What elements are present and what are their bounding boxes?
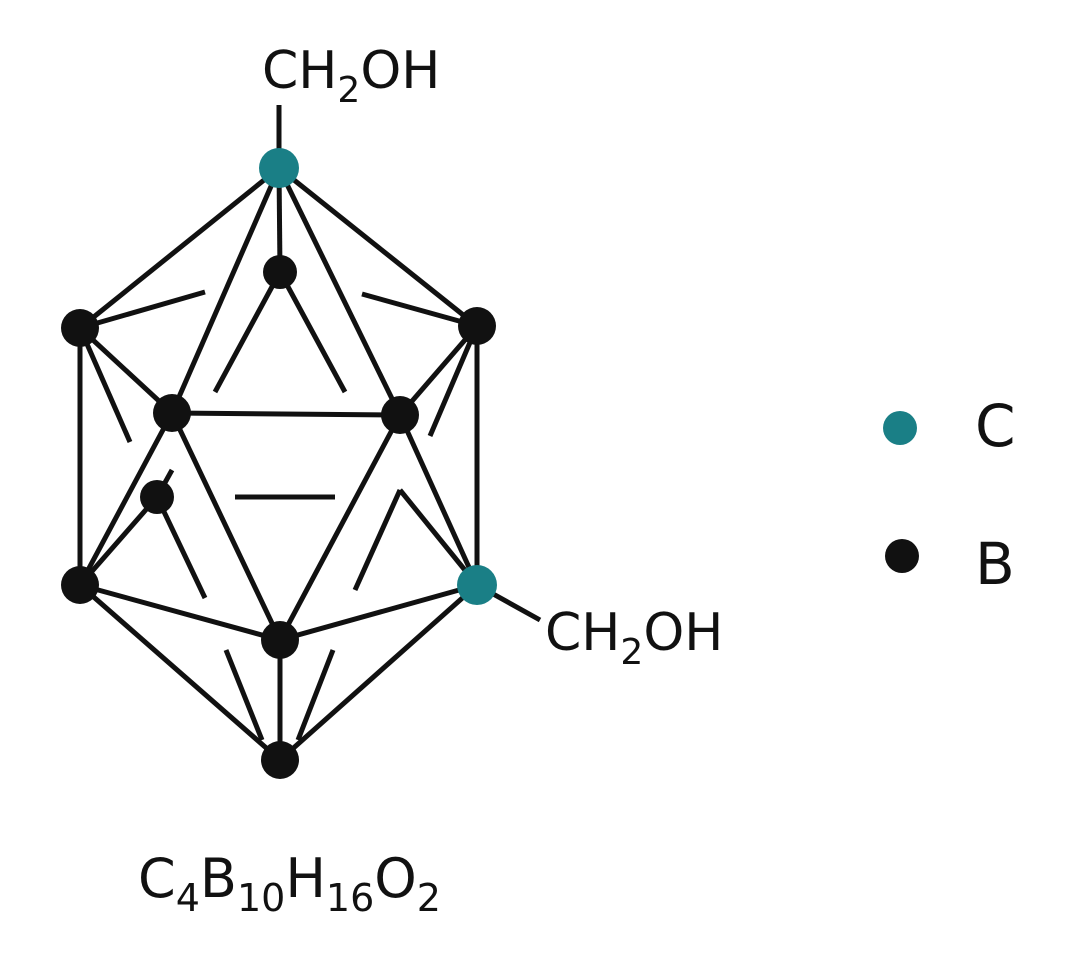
bond [169, 411, 283, 642]
boron-atom [381, 396, 419, 434]
substituent-top-label: CH2OH [262, 41, 440, 111]
back-bond [78, 495, 159, 587]
boron-atom [263, 255, 297, 289]
boron-atom [61, 566, 99, 604]
boron-atom [61, 309, 99, 347]
bond [77, 411, 175, 587]
bond [171, 410, 401, 418]
legend: C B [883, 392, 1016, 598]
bond [78, 583, 282, 762]
back-bond [154, 495, 208, 600]
bond [277, 413, 403, 642]
back-bond [79, 289, 206, 331]
boron-atom [140, 480, 174, 514]
boron-atom [261, 621, 299, 659]
carbon-legend-icon [883, 411, 917, 445]
back-bond [277, 270, 348, 394]
back-bond [352, 488, 403, 592]
molecular-formula: C4B10H16O2 [138, 847, 441, 920]
bond [397, 413, 480, 587]
bond [277, 166, 479, 328]
bond [279, 582, 478, 643]
back-bond [77, 326, 133, 444]
boron-atom [458, 307, 496, 345]
back-bond [361, 291, 478, 329]
bond [79, 582, 281, 643]
bond [78, 326, 174, 415]
back-bond [223, 649, 265, 741]
bond [278, 583, 479, 762]
boron-legend-icon [885, 539, 919, 573]
legend-carbon-label: C [975, 392, 1016, 460]
bond [169, 166, 282, 415]
boron-atom [261, 741, 299, 779]
bond [78, 166, 281, 330]
bond [398, 324, 479, 417]
back-bond [398, 488, 479, 587]
boron-atom [153, 394, 191, 432]
carbon-atom [457, 565, 497, 605]
back-bond [295, 649, 336, 741]
back-bond [427, 325, 480, 437]
back-bond [212, 270, 283, 394]
legend-boron-label: B [975, 530, 1015, 598]
carbon-atom [259, 148, 299, 188]
cluster-bonds [77, 105, 542, 762]
cluster-atoms [61, 148, 497, 779]
substituent-right-label: CH2OH [545, 603, 723, 673]
bond [276, 166, 403, 417]
